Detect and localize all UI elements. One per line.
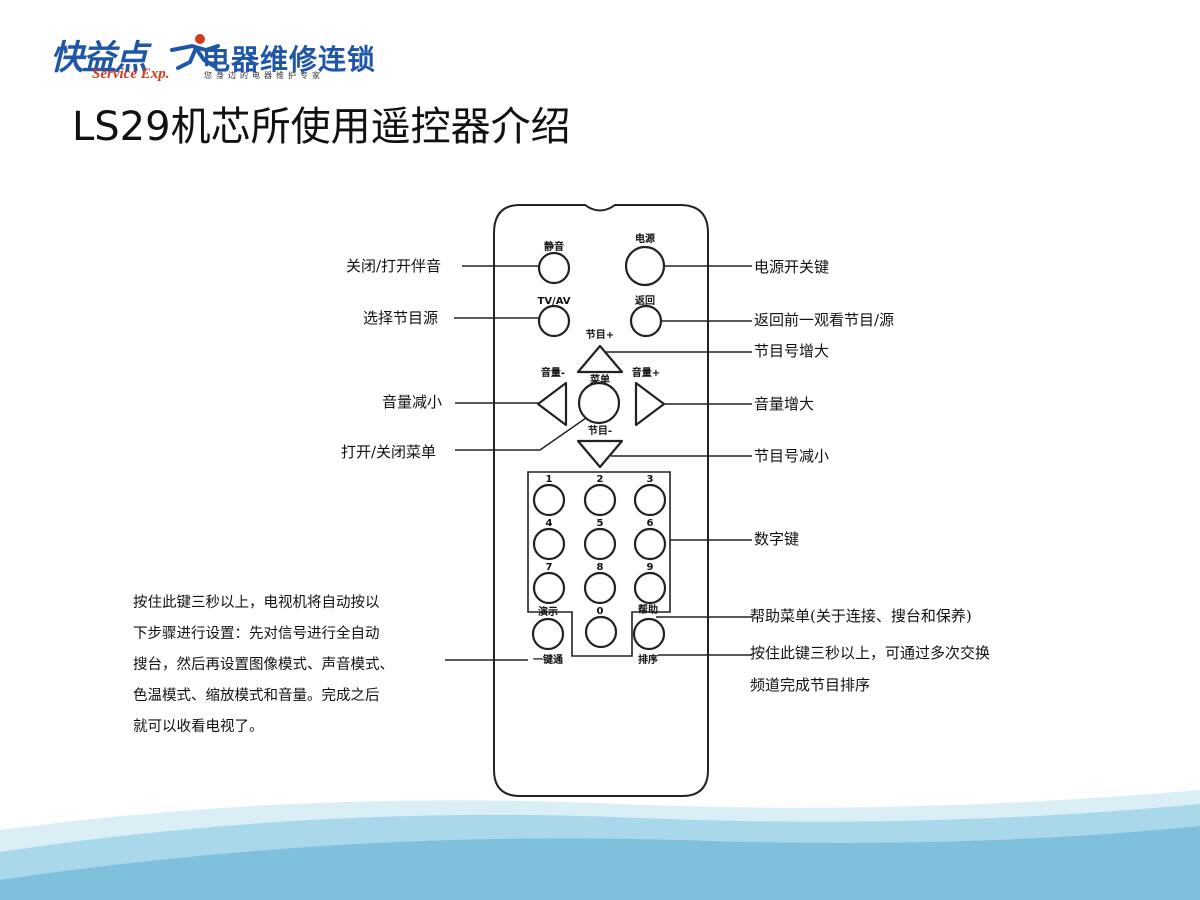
setup-note-line-3: 搜台，然后再设置图像模式、声音模式、 [133,657,394,673]
digit-4-button[interactable] [532,527,566,561]
page-title: LS29机芯所使用遥控器介绍 [72,104,571,150]
help-button[interactable] [632,617,666,651]
callout-channel-up: 节目号增大 [754,342,830,360]
callout-volume-up: 音量增大 [754,395,815,413]
digit-0-label: 0 [596,606,604,617]
demo-key-label: 演示 [538,607,558,618]
digit-1-button[interactable] [532,483,566,517]
callout-back: 返回前一观看节目/源 [754,311,895,329]
digit-2-label: 2 [596,474,604,485]
power-button[interactable] [624,245,666,287]
tvav-button[interactable] [537,304,571,338]
keypad-frame [527,471,671,657]
sort-key-label: 排序 [638,655,658,666]
runner-logo-icon [170,34,220,70]
callout-menu: 打开/关闭菜单 [341,443,437,461]
one-key-label: 一键通 [533,655,563,666]
logo-brand-text: 电器维修连锁 [202,43,377,76]
setup-note-line-2: 下步骤进行设置：先对信号进行全自动 [133,626,380,642]
digit-0-button[interactable] [584,615,618,649]
callout-mute: 关闭/打开伴音 [346,257,442,275]
callout-sort-line-1: 按住此键三秒以上，可通过多次交换 [750,644,991,662]
digit-1-label: 1 [545,474,553,485]
logo-main-text: 快益点 [50,38,148,78]
digit-8-button[interactable] [583,571,617,605]
digit-9-button[interactable] [633,571,667,605]
digit-4-label: 4 [545,518,553,529]
callout-digits: 数字键 [754,530,800,548]
callout-help: 帮助菜单(关于连接、搜台和保养) [750,607,972,625]
callout-channel-down: 节目号减小 [754,447,830,465]
channel-down-button[interactable] [576,439,624,469]
channel-up-key-label: 节目+ [585,330,615,341]
digit-7-label: 7 [545,562,553,573]
logo-sub-text: Service Exp. [92,66,170,82]
company-logo: 快益点 电器维修连锁 Service Exp. 您身边的电器维护专家 [44,26,394,86]
digit-6-button[interactable] [633,527,667,561]
volume-up-button[interactable] [634,381,666,427]
demo-button[interactable] [531,617,565,651]
digit-3-label: 3 [646,474,654,485]
callout-source: 选择节目源 [363,309,439,327]
menu-button[interactable] [577,381,621,425]
callout-volume-down: 音量减小 [382,393,443,411]
mute-button[interactable] [537,251,571,285]
volume-down-button[interactable] [536,381,568,427]
setup-note-line-5: 就可以收看电视了。 [133,719,264,735]
leader-menu [455,417,587,451]
remote-outline [493,204,709,797]
menu-key-label: 菜单 [590,375,610,386]
digit-6-label: 6 [646,518,654,529]
back-button[interactable] [629,304,663,338]
callout-power: 电源开关键 [754,258,830,276]
power-key-label: 电源 [635,234,655,245]
digit-5-label: 5 [596,518,604,529]
digit-2-button[interactable] [583,483,617,517]
back-key-label: 返回 [635,296,655,307]
digit-9-label: 9 [646,562,654,573]
volume-down-key-label: 音量- [540,368,566,379]
channel-up-button[interactable] [576,344,624,374]
digit-8-label: 8 [596,562,604,573]
setup-note-line-4: 色温模式、缩放模式和音量。完成之后 [133,688,380,704]
help-key-label: 帮助 [638,605,658,616]
tvav-key-label: TV/AV [537,296,571,307]
mute-key-label: 静音 [544,242,564,253]
decorative-wave-footer [0,790,1200,900]
volume-up-key-label: 音量+ [631,368,661,379]
digit-3-button[interactable] [633,483,667,517]
channel-down-key-label: 节目- [587,426,613,437]
logo-slogan-text: 您身边的电器维护专家 [204,71,324,80]
setup-note-line-1: 按住此键三秒以上，电视机将自动按以 [133,595,380,611]
callout-sort-line-2: 频道完成节目排序 [750,676,871,694]
digit-5-button[interactable] [583,527,617,561]
digit-7-button[interactable] [532,571,566,605]
